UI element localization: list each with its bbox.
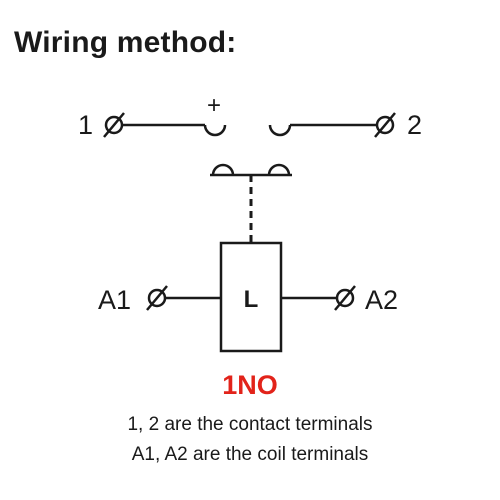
page-title: Wiring method: (14, 26, 237, 59)
terminal-1-label: 1 (78, 110, 94, 140)
fixed-contact-right (268, 124, 292, 137)
terminal-a1-symbol (146, 285, 168, 311)
terminal-a2-symbol (334, 285, 356, 311)
terminal-a1-label: A1 (98, 285, 132, 315)
plus-sign: + (207, 92, 221, 119)
terminal-2-symbol (374, 112, 396, 138)
fixed-contact-left (203, 124, 227, 137)
coil-label: L (244, 286, 259, 313)
terminal-a2-label: A2 (365, 285, 399, 315)
contact-terminals-note: 1, 2 are the contact terminals (127, 414, 373, 435)
terminal-1-symbol (103, 112, 125, 138)
contact-type-label: 1NO (222, 370, 278, 400)
terminal-2-label: 2 (407, 110, 423, 140)
moving-contact-bridge (210, 163, 292, 177)
coil-terminals-note: A1, A2 are the coil terminals (131, 444, 369, 465)
